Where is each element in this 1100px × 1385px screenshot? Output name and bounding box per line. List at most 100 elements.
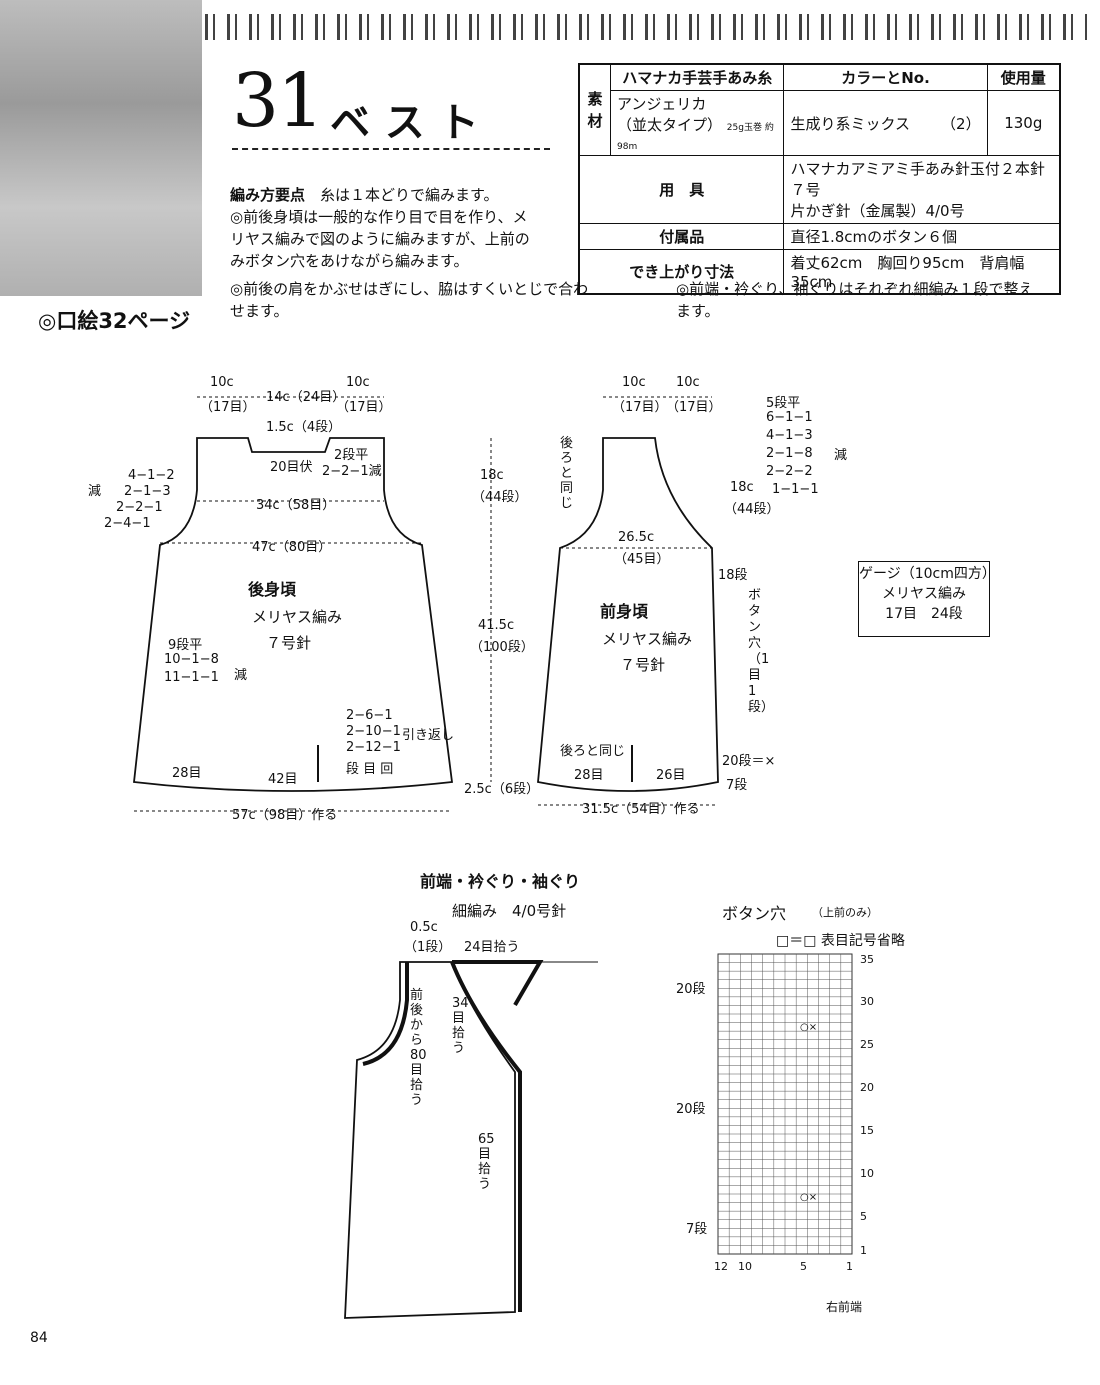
tools-label: 用 具 (578, 155, 785, 224)
back-bottom-28: 28目 (172, 766, 202, 781)
front-width: 26.5c (618, 530, 655, 545)
edging-depth-rows: （1段） (404, 940, 452, 955)
chart-x-1: 1 (846, 1260, 853, 1273)
yarn-type: （並太タイプ） (617, 116, 723, 134)
front-height-neck: 18c (730, 480, 754, 495)
back-cast-on: 57c（98目）作る (232, 808, 338, 823)
gauge-values: 17目 24段 (885, 606, 963, 622)
accessories-cell: 直径1.8cmのボタン６個 (783, 223, 1061, 250)
front-neck-dec-3: 2−1−8 (766, 446, 813, 461)
front-neck-dec-0: 5段平 (766, 396, 801, 411)
chart-row-label-1: 20段 (676, 1102, 706, 1117)
chart-subtitle: （上前のみ） (812, 906, 878, 919)
back-stitch: メリヤス編み (252, 608, 343, 626)
materials-table: 素材 ハマナカ手芸手あみ糸 カラーとNo. 使用量 アンジェリカ （並太タイプ）… (578, 63, 1061, 295)
front-same-as-back: 後ろと同じ (560, 436, 574, 511)
back-needle: ７号針 (266, 634, 312, 652)
page-number: 84 (30, 1330, 48, 1346)
front-top-left-sts: （17目） (612, 400, 668, 415)
photo-reference: ◎口絵32ページ (38, 309, 191, 333)
color-number: （2） (941, 114, 981, 133)
chart-y-15: 15 (860, 1124, 874, 1137)
chart-mark-upper: ○× (800, 1022, 818, 1033)
yarn-cell: アンジェリカ （並太タイプ） 25g玉巻 約98m (609, 90, 785, 156)
front-buttonhole-note: ボタン穴（1目1段） (748, 588, 775, 715)
pattern-title: ベスト (330, 100, 493, 146)
height-body-rows: （100段） (470, 640, 534, 655)
chart-x-10: 10 (738, 1260, 752, 1273)
chart-legend: □＝□ 表目記号省略 (776, 933, 905, 949)
yarn-name: アンジェリカ (617, 95, 707, 113)
back-arm-dec-3: 2−4−1 (104, 516, 151, 531)
height-hem: 2.5c（6段） (464, 782, 540, 797)
back-side-dec-2: 11−1−1 (164, 670, 219, 685)
chart-title: ボタン穴 (722, 904, 787, 923)
tools-line2: 片かぎ針（金属製）4/0号 (790, 202, 965, 220)
front-rows-20: 20段＝× (722, 754, 776, 769)
back-top-left: 10c (210, 375, 234, 390)
instructions-line0: 糸は１本どりで編みます。 (320, 186, 499, 204)
yarn-header: ハマナカ手芸手あみ糸 (609, 63, 785, 91)
back-neck-depth: 1.5c（4段） (266, 420, 342, 435)
chart-y-10: 10 (860, 1167, 874, 1180)
front-bottom-28: 28目 (574, 768, 604, 783)
chart-y-1: 1 (860, 1244, 867, 1257)
size-cell: 着丈62cm 胸回り95cm 背肩幅35cm (783, 249, 1061, 295)
edging-front-band (450, 961, 522, 1312)
instructions-line7: ます。 (676, 302, 720, 320)
front-width-sts: （45目） (614, 552, 670, 567)
chart-y-20: 20 (860, 1081, 874, 1094)
back-top-left-sts: （17目） (200, 400, 256, 415)
front-neck-dec-1: 6−1−1 (766, 410, 813, 425)
front-top-right: 10c (676, 375, 700, 390)
back-width-34: 34c（58目） (256, 498, 336, 513)
back-short-row-label: 引き返し (402, 728, 455, 743)
tools-cell: ハマナカアミアミ手あみ針玉付２本針７号 片かぎ針（金属製）4/0号 (783, 155, 1061, 224)
chart-row-label-2: 7段 (686, 1222, 708, 1237)
back-short-row-3: 段 目 回 (346, 762, 394, 777)
front-height-neck-rows: （44段） (724, 502, 780, 517)
chart-edge-label: 右前端 (826, 1300, 863, 1314)
instructions-line4: ◎前後の肩をかぶせはぎにし、脇はすくいとじで合わ (230, 280, 589, 298)
front-neck-dec-2: 4−1−3 (766, 428, 813, 443)
front-stitch: メリヤス編み (602, 630, 693, 648)
instructions-line2: リヤス編みで図のように編みますが、上前の (230, 230, 530, 248)
back-short-row-1: 2−10−1 (346, 724, 401, 739)
front-top-right-sts: （17目） (666, 400, 722, 415)
instructions-block: 編み方要点 糸は１本どりで編みます。 ◎前後身頃は一般的な作り目で目を作り、メ … (230, 184, 565, 272)
gauge-stitch: メリヤス編み (882, 586, 966, 602)
back-top-right: 10c (346, 375, 370, 390)
back-neck-dec2: 2−2−1減 (322, 464, 382, 479)
height-armhole-rows: （44段） (472, 490, 528, 505)
chart-y-30: 30 (860, 995, 874, 1008)
instructions-line6: ◎前端・衿ぐり、袖ぐりはそれぞれ細編み１段で整え (676, 280, 1034, 298)
edging-stitch: 細編み 4/0号針 (452, 902, 567, 920)
front-name: 前身頃 (600, 602, 649, 621)
front-needle: ７号針 (620, 656, 666, 674)
accessories-label: 付属品 (578, 223, 785, 250)
size-label: でき上がり寸法 (578, 249, 785, 295)
back-side-dec-0: 9段平 (168, 638, 203, 653)
title-underline (232, 148, 550, 150)
decorative-border (205, 14, 1087, 40)
height-armhole: 18c (480, 468, 504, 483)
instructions-line1: ◎前後身頃は一般的な作り目で目を作り、メ (230, 208, 528, 226)
edging-title: 前端・衿ぐり・袖ぐり (420, 872, 581, 891)
chart-x-12: 12 (714, 1260, 728, 1273)
edging-pick-80: 前後から80目拾う (410, 988, 427, 1108)
back-bottom-42: 42目 (268, 772, 298, 787)
front-cast-on: 31.5c（54目）作る (582, 802, 700, 817)
back-short-row-2: 2−12−1 (346, 740, 401, 755)
front-bottom-26: 26目 (656, 768, 686, 783)
amount-header: 使用量 (986, 63, 1061, 91)
color-header: カラーとNo. (783, 63, 988, 91)
back-neck-bind: 20目伏 (270, 460, 313, 475)
edging-depth: 0.5c (410, 920, 438, 935)
front-neck-dec-5: 1−1−1 (772, 482, 819, 497)
yarn-spec: 25g玉巻 約98m (617, 123, 774, 152)
gauge-title: ゲージ（10cm四方） (859, 566, 996, 582)
front-top-left: 10c (622, 375, 646, 390)
back-width-47: 47c（80目） (252, 540, 332, 555)
gauge-box: ゲージ（10cm四方） メリヤス編み 17目 24段 (858, 561, 996, 637)
